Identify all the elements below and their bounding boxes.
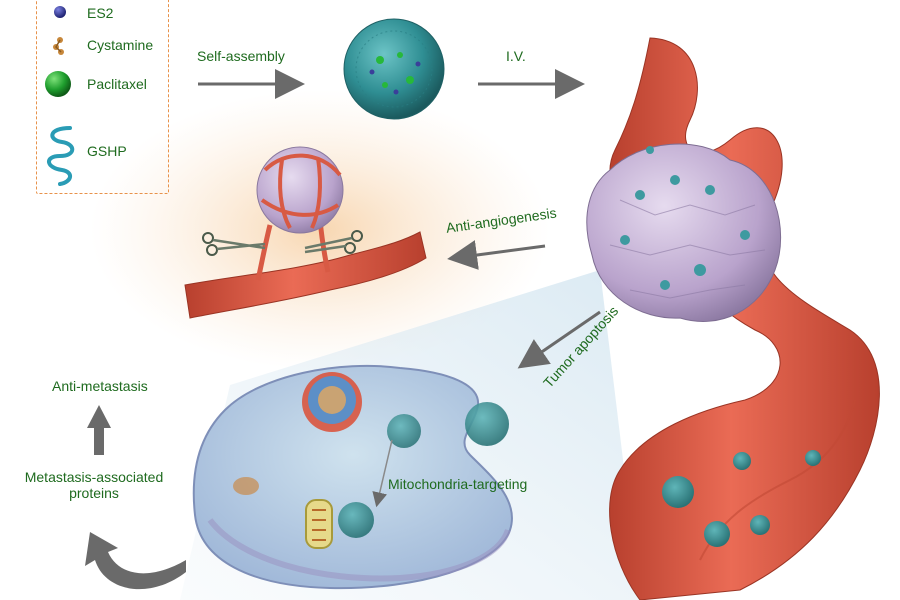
tumor-apoptosis-arrow [517,310,601,369]
up-arrow-icon [87,405,111,455]
mitochondria-nanoparticle [338,502,374,538]
legend-label-paclitaxel: Paclitaxel [87,76,147,92]
legend-label-cystamine: Cystamine [87,37,154,53]
anti-metastasis-label: Anti-metastasis [52,378,148,394]
nucleus-nanoparticle [302,372,362,432]
legend-box [36,0,169,194]
vessel-nanoparticle [733,452,751,470]
cystamine-molecule-icon [53,37,64,55]
mitochondria-targeting-label: Mitochondria-targeting [388,476,528,492]
cell-nanoparticle [387,414,421,448]
assembled-nanoparticle [343,18,445,120]
vessel-nanoparticle [750,515,770,535]
scissors-icon [202,232,266,256]
blood-vessel [609,37,880,600]
tumor-mass [586,143,782,322]
gshp-coil-icon [47,126,75,186]
paclitaxel-sphere-icon [45,71,71,97]
scissors-icon [304,230,363,254]
mitochondria-targeting-arrow [372,439,393,508]
vessel-nanoparticle [704,521,730,547]
metastasis-proteins-label: Metastasis-associated proteins [24,469,164,502]
curved-arrow-icon [85,532,186,590]
iv-label: I.V. [506,48,526,64]
mitochondrion [305,499,333,549]
vessel-nanoparticle [805,450,821,466]
self-assembly-label: Self-assembly [197,48,285,64]
angiogenesis-scene [184,146,427,319]
tumor-cell [192,364,513,590]
entering-nanoparticle [465,402,509,446]
organelle [233,477,259,495]
vessel-nanoparticle [662,476,694,508]
es2-dot-icon [54,6,66,18]
legend-label-es2: ES2 [87,5,114,21]
anti-angiogenesis-arrow [447,240,546,270]
legend-label-gshp: GSHP [87,143,127,159]
